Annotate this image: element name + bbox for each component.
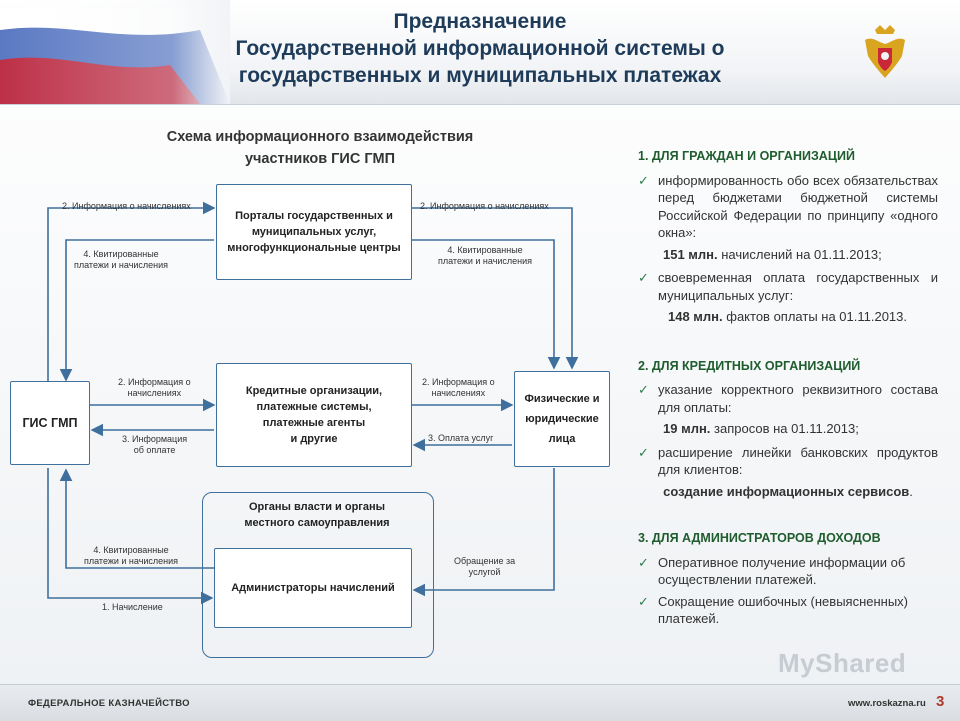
section-3-item-2-text: Сокращение ошибочных (невыясненных) плат…	[658, 593, 909, 627]
label-info-left-mid-2: начислениях	[127, 388, 182, 398]
label-receipts-bottom-2: платежи и начисления	[84, 556, 179, 566]
checkmark-icon: ✓	[638, 593, 649, 609]
section-2-center-text: создание информационных сервисов	[663, 483, 910, 499]
label-accrual: 1. Начисление	[102, 602, 163, 612]
scheme-title: Схема информационного взаимодействия уча…	[110, 126, 530, 170]
footer-organization: ФЕДЕРАЛЬНОЕ КАЗНАЧЕЙСТВО	[28, 698, 190, 709]
credit-line-2: платежные системы,	[256, 401, 372, 413]
label-receipts-bottom-1: 4. Квитированные	[93, 545, 169, 555]
credit-line-1: Кредитные организации,	[245, 385, 383, 397]
page-number: 3	[936, 693, 945, 710]
section-3-heading: 3. ДЛЯ АДМИНИСТРАТОРОВ ДОХОДОВ	[638, 531, 881, 545]
label-receipts-left-top-1: 4. Квитированные	[83, 249, 159, 259]
label-receipts-right-top-1: 4. Квитированные	[447, 245, 523, 255]
checkmark-icon: ✓	[638, 270, 649, 285]
label-info-left-top: 2. Информация о начислениях	[62, 201, 191, 211]
checkmark-icon: ✓	[638, 444, 649, 460]
title-line-2: Государственной информационной системы о	[235, 37, 725, 60]
slide-title: Предназначение Государственной информаци…	[200, 8, 760, 89]
section-2-stat-1-value: 19 млн.	[663, 421, 711, 436]
label-request: Обращение за услугой	[454, 556, 515, 578]
slide-footer: ФЕДЕРАЛЬНОЕ КАЗНАЧЕЙСТВО www.roskazna.ru…	[0, 684, 960, 721]
title-line-1: Предназначение	[393, 10, 567, 33]
checkmark-icon: ✓	[638, 172, 649, 188]
label-pay-info: 3. Информация об оплате	[122, 434, 187, 456]
section-2-item-2: ✓ расширение линейки банковских продукто…	[638, 444, 938, 479]
benefits-panel: 1. ДЛЯ ГРАЖДАН И ОРГАНИЗАЦИЙ ✓ информиро…	[638, 148, 938, 632]
label-info-left-mid: 2. Информация о начислениях	[118, 377, 191, 399]
label-info-right-mid-1: 2. Информация о	[422, 377, 495, 387]
authorities-label: Органы власти и органы местного самоупра…	[204, 499, 430, 531]
authorities-line-2: местного самоуправления	[244, 517, 390, 529]
label-receipts-left-top: 4. Квитированные платежи и начисления	[74, 249, 168, 271]
label-pay-info-1: 3. Информация	[122, 434, 188, 444]
persons-line-3: лица	[548, 433, 576, 445]
credit-orgs-box: Кредитные организации, платежные системы…	[216, 363, 412, 467]
authorities-group	[202, 492, 434, 658]
portals-line-2: муниципальных услуг,	[251, 226, 377, 238]
section-2-heading: 2. ДЛЯ КРЕДИТНЫХ ОРГАНИЗАЦИЙ	[638, 358, 861, 373]
coat-of-arms-icon	[860, 22, 910, 82]
label-info-right-top: 2. Информация о начислениях	[420, 201, 549, 211]
section-2-center-end: .	[909, 483, 913, 499]
label-request-2: услугой	[468, 567, 501, 577]
slide-header: Предназначение Государственной информаци…	[0, 0, 960, 105]
section-3-item-1-text: Оперативное получение информации об осущ…	[658, 554, 906, 588]
label-pay-service: 3. Оплата услуг	[428, 433, 494, 443]
checkmark-icon: ✓	[638, 382, 649, 397]
section-1-stat-1: 151 млн. начислений на 01.11.2013;	[638, 246, 938, 264]
section-3-item-2: ✓ Сокращение ошибочных (невыясненных) пл…	[638, 593, 938, 628]
section-2-item-2-text: расширение линейки банковских продуктов …	[658, 444, 938, 478]
section-1-stat-2-value: 148 млн.	[668, 309, 723, 324]
section-2-center: создание информационных сервисов.	[638, 483, 938, 501]
section-2-stat-1-text: запросов на 01.11.2013;	[710, 421, 859, 436]
section-2-stat-1: 19 млн. запросов на 01.11.2013;	[638, 420, 938, 438]
label-receipts-right-top-2: платежи и начисления	[438, 256, 533, 266]
section-1-stat-2: 148 млн. фактов оплаты на 01.11.2013.	[638, 308, 938, 326]
authorities-line-1: Органы власти и органы	[248, 501, 386, 513]
section-2-item-1: ✓ указание корректного реквизитного сост…	[638, 381, 938, 416]
portals-line-1: Порталы государственных и	[235, 210, 393, 222]
section-2-item-1-text: указание корректного реквизитного состав…	[658, 382, 938, 415]
scheme-title-line-1: Схема информационного взаимодействия	[166, 129, 474, 145]
label-info-left-mid-1: 2. Информация о	[118, 377, 191, 387]
section-1-item-1: ✓ информированность обо всех обязательст…	[638, 172, 938, 242]
persons-line-2: юридические	[525, 413, 599, 425]
section-3-item-1: ✓ Оперативное получение информации об ос…	[638, 554, 938, 589]
portals-box: Порталы государственных и муниципальных …	[216, 184, 412, 280]
credit-line-3: платежные агенты	[262, 417, 366, 429]
persons-box: Физические и юридические лица	[514, 371, 610, 467]
section-1-item-2-text: своевременная оплата государственных и м…	[658, 270, 938, 303]
gis-gmp-label: ГИС ГМП	[22, 416, 78, 430]
section-1-stat-2-text: фактов оплаты на 01.11.2013.	[722, 309, 908, 324]
label-receipts-right-top: 4. Квитированные платежи и начисления	[438, 245, 532, 267]
section-1-heading: 1. ДЛЯ ГРАЖДАН И ОРГАНИЗАЦИЙ	[638, 149, 855, 163]
gis-gmp-box: ГИС ГМП	[10, 381, 90, 465]
section-1-stat-1-text: начислений на 01.11.2013;	[717, 246, 882, 262]
watermark: MyShared	[778, 648, 907, 678]
credit-line-4: и другие	[290, 433, 338, 445]
checkmark-icon: ✓	[638, 554, 649, 570]
label-pay-info-2: об оплате	[133, 445, 176, 455]
portals-line-3: многофункциональные центры	[227, 242, 401, 254]
label-request-1: Обращение за	[454, 556, 516, 566]
footer-website-link[interactable]: www.roskazna.ru	[848, 698, 926, 709]
label-info-right-mid-2: начислениях	[431, 388, 486, 398]
admins-label: Администраторы начислений	[231, 582, 395, 594]
label-info-right-mid: 2. Информация о начислениях	[422, 377, 495, 399]
scheme-title-line-2: участников ГИС ГМП	[244, 151, 396, 167]
section-1-item-2: ✓ своевременная оплата государственных и…	[638, 269, 938, 304]
label-receipts-bottom: 4. Квитированные платежи и начисления	[84, 545, 178, 567]
persons-line-1: Физические и	[524, 393, 600, 405]
russian-flag-image	[0, 0, 230, 104]
label-receipts-left-top-2: платежи и начисления	[74, 260, 169, 270]
title-line-3: государственных и муниципальных платежах	[238, 64, 722, 87]
section-1-item-1-text: информированность обо всех обязательства…	[658, 172, 938, 241]
admins-box: Администраторы начислений	[214, 548, 412, 628]
section-1-stat-1-value: 151 млн.	[663, 246, 718, 262]
